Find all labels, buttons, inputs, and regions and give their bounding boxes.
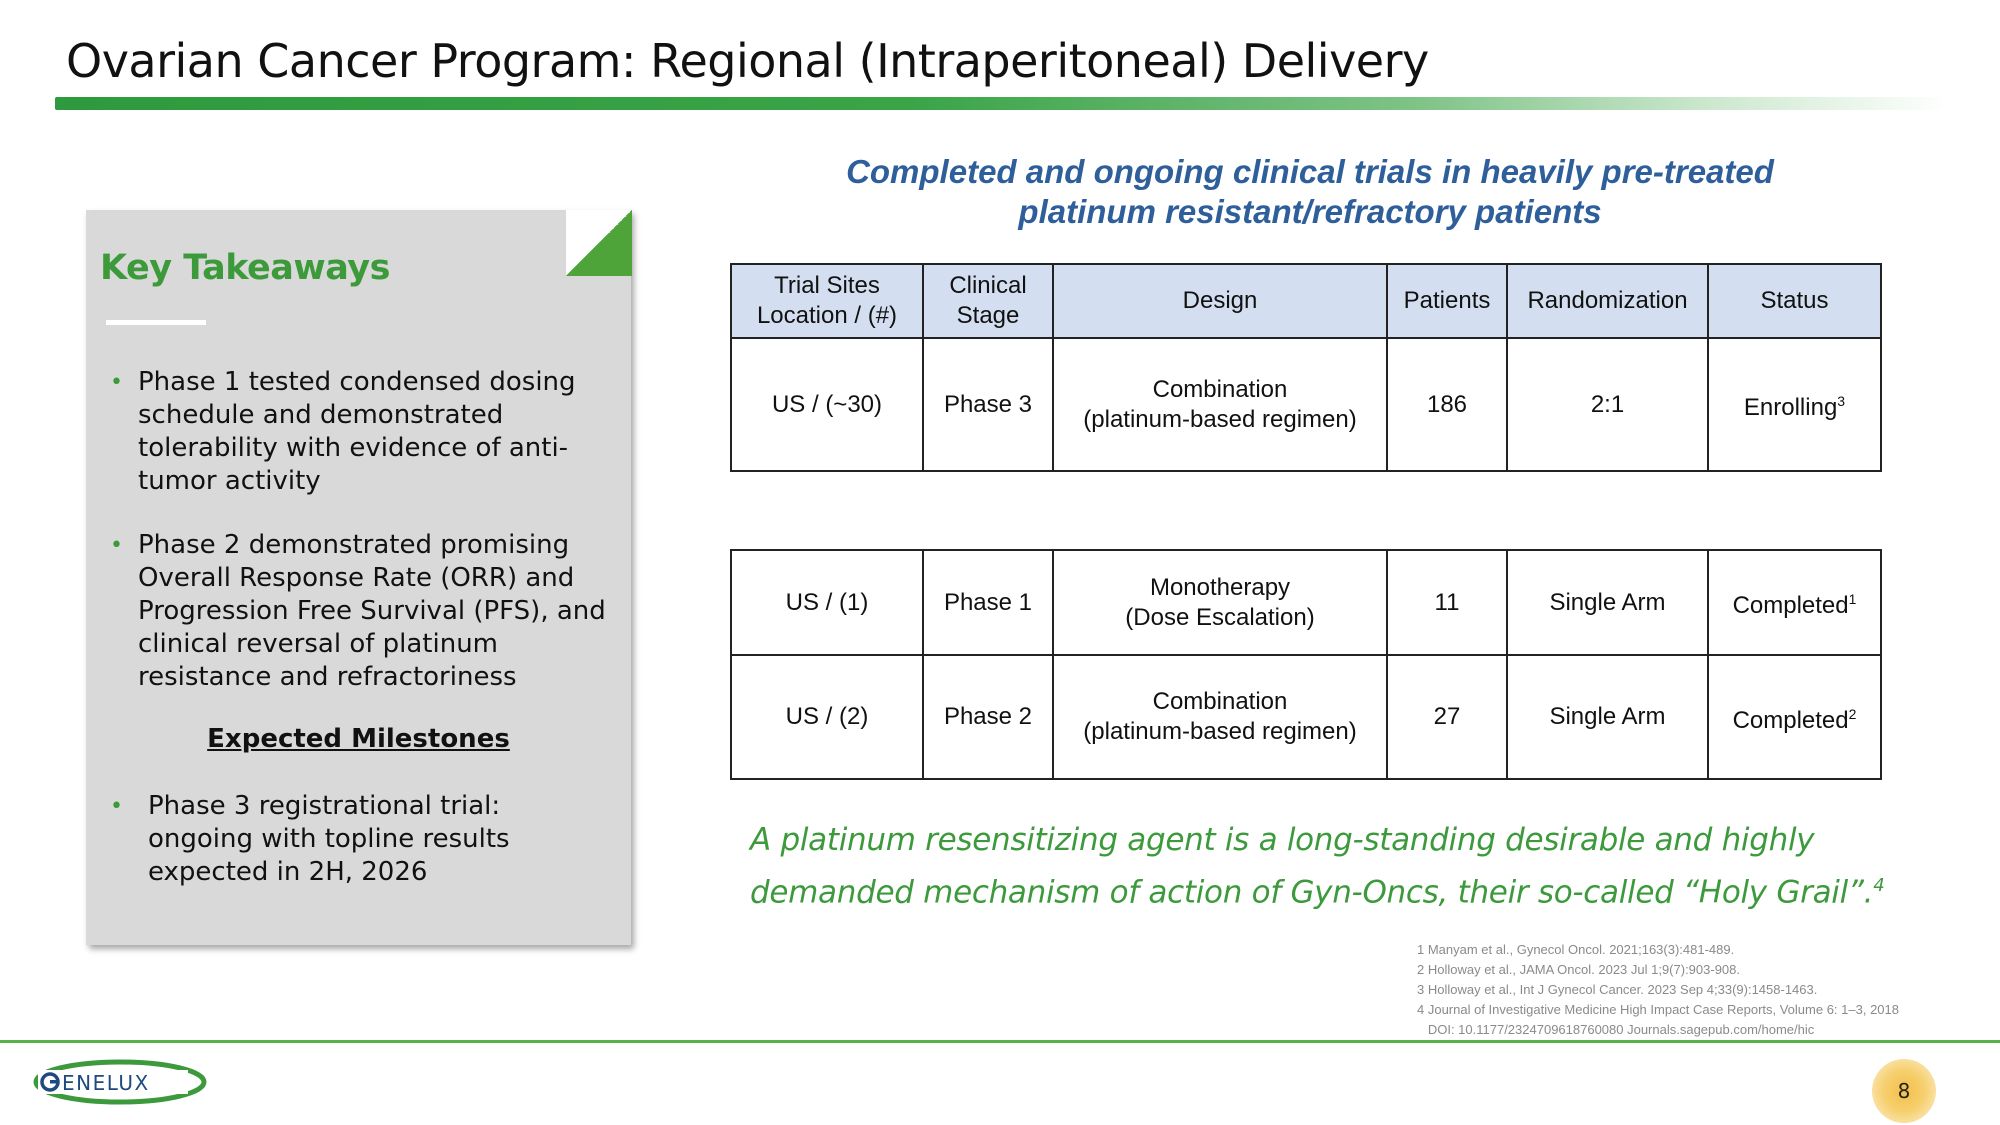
cell-sites: US / (1)	[730, 549, 924, 656]
cell-status: Completed2	[1707, 654, 1882, 780]
slide-title: Ovarian Cancer Program: Regional (Intrap…	[66, 34, 1429, 88]
cell-randomization: Single Arm	[1506, 549, 1709, 656]
bullet-icon: •	[110, 794, 123, 819]
col-header-status: Status	[1707, 263, 1882, 339]
footnote-marker: 2	[1848, 705, 1857, 722]
holy-grail-quote: A platinum resensitizing agent is a long…	[750, 818, 1950, 915]
design-line: Combination	[1152, 688, 1288, 715]
reference-line: 4 Journal of Investigative Medicine High…	[1417, 1002, 1899, 1017]
status-text: Completed	[1732, 706, 1849, 734]
footer-rule	[0, 1040, 2000, 1043]
status-text: Enrolling	[1743, 394, 1838, 421]
footnote-marker: 1	[1848, 591, 1857, 607]
header-line: Trial Sites	[774, 272, 880, 299]
cell-patients: 186	[1386, 337, 1508, 472]
table-row: US / (2) Phase 2 Combination (platinum-b…	[730, 654, 1882, 780]
cell-sites: US / (~30)	[730, 337, 924, 472]
quote-text: A platinum resensitizing agent is a long…	[750, 822, 1874, 911]
subtitle-line: Completed and ongoing clinical trials in…	[846, 153, 1774, 190]
col-header-patients: Patients	[1386, 263, 1508, 339]
takeaway-bullet: • Phase 2 demonstrated promising Overall…	[110, 529, 618, 694]
subtitle-line: platinum resistant/refractory patients	[1018, 193, 1602, 230]
cell-status: Completed1	[1707, 549, 1882, 656]
takeaway-bullet: • Phase 1 tested condensed dosing schedu…	[110, 366, 618, 498]
design-line: (Dose Escalation)	[1125, 603, 1315, 631]
cell-stage: Phase 2	[922, 654, 1054, 780]
reference-line: DOI: 10.1177/2324709618760080 Journals.s…	[1417, 1022, 1815, 1037]
bullet-icon: •	[110, 533, 123, 558]
key-takeaways-card	[86, 210, 631, 945]
reference-line: 3 Holloway et al., Int J Gynecol Cancer.…	[1417, 982, 1818, 997]
design-line: (platinum-based regimen)	[1083, 718, 1357, 745]
cell-stage: Phase 3	[922, 337, 1054, 472]
reference-line: 1 Manyam et al., Gynecol Oncol. 2021;163…	[1417, 942, 1735, 957]
page-number: 8	[1872, 1059, 1936, 1123]
references: 1 Manyam et al., Gynecol Oncol. 2021;163…	[1417, 940, 1987, 1040]
table-header-row: Trial Sites Location / (#) Clinical Stag…	[730, 263, 1882, 339]
cell-patients: 11	[1386, 549, 1508, 656]
milestone-bullet: • Phase 3 registrational trial: ongoing …	[110, 790, 588, 889]
expected-milestones-heading: Expected Milestones	[207, 724, 510, 754]
genelux-logo: ENELUX	[33, 1059, 207, 1105]
cell-patients: 27	[1386, 654, 1508, 780]
cell-design: Combination (platinum-based regimen)	[1052, 337, 1388, 472]
col-header-trial-sites: Trial Sites Location / (#)	[730, 263, 924, 339]
takeaway-text: Phase 2 demonstrated promising Overall R…	[138, 530, 606, 692]
trials-subtitle: Completed and ongoing clinical trials in…	[760, 152, 1860, 232]
logo-backdrop	[38, 1070, 188, 1094]
heading-underline	[106, 320, 206, 325]
table-row: US / (~30) Phase 3 Combination (platinum…	[730, 337, 1882, 472]
logo-wordmark: ENELUX	[62, 1071, 150, 1095]
cell-design: Combination (platinum-based regimen)	[1052, 654, 1388, 780]
title-underline	[55, 97, 1950, 110]
cell-stage: Phase 1	[922, 549, 1054, 656]
footnote-marker: 4	[1873, 875, 1885, 896]
cell-sites: US / (2)	[730, 654, 924, 780]
cell-status: Enrolling3	[1707, 337, 1882, 472]
table-row: US / (1) Phase 1 Monotherapy (Dose Escal…	[730, 549, 1882, 656]
ongoing-trials-table: Trial Sites Location / (#) Clinical Stag…	[730, 263, 1882, 472]
status-text: Completed	[1732, 592, 1849, 619]
milestone-text: Phase 3 registrational trial: ongoing wi…	[148, 791, 510, 887]
design-line: (platinum-based regimen)	[1083, 405, 1357, 433]
header-line: Clinical	[949, 272, 1027, 299]
key-takeaways-heading: Key Takeaways	[100, 248, 390, 288]
cell-randomization: 2:1	[1506, 337, 1709, 472]
logo-g-bar	[50, 1080, 59, 1084]
logo-swoosh-icon	[33, 1059, 207, 1105]
col-header-randomization: Randomization	[1506, 263, 1709, 339]
header-line: Location / (#)	[756, 302, 898, 329]
cell-randomization: Single Arm	[1506, 654, 1709, 780]
design-line: Monotherapy	[1149, 573, 1291, 601]
col-header-design: Design	[1052, 263, 1388, 339]
header-line: Stage	[956, 302, 1020, 329]
cell-design: Monotherapy (Dose Escalation)	[1052, 549, 1388, 656]
footnote-marker: 3	[1837, 393, 1846, 409]
col-header-clinical-stage: Clinical Stage	[922, 263, 1054, 339]
reference-line: 2 Holloway et al., JAMA Oncol. 2023 Jul …	[1417, 962, 1741, 977]
completed-trials-table: US / (1) Phase 1 Monotherapy (Dose Escal…	[730, 549, 1882, 780]
bullet-icon: •	[110, 370, 123, 395]
folded-corner-icon	[566, 210, 632, 276]
takeaway-text: Phase 1 tested condensed dosing schedule…	[138, 367, 576, 496]
design-line: Combination	[1152, 375, 1288, 403]
